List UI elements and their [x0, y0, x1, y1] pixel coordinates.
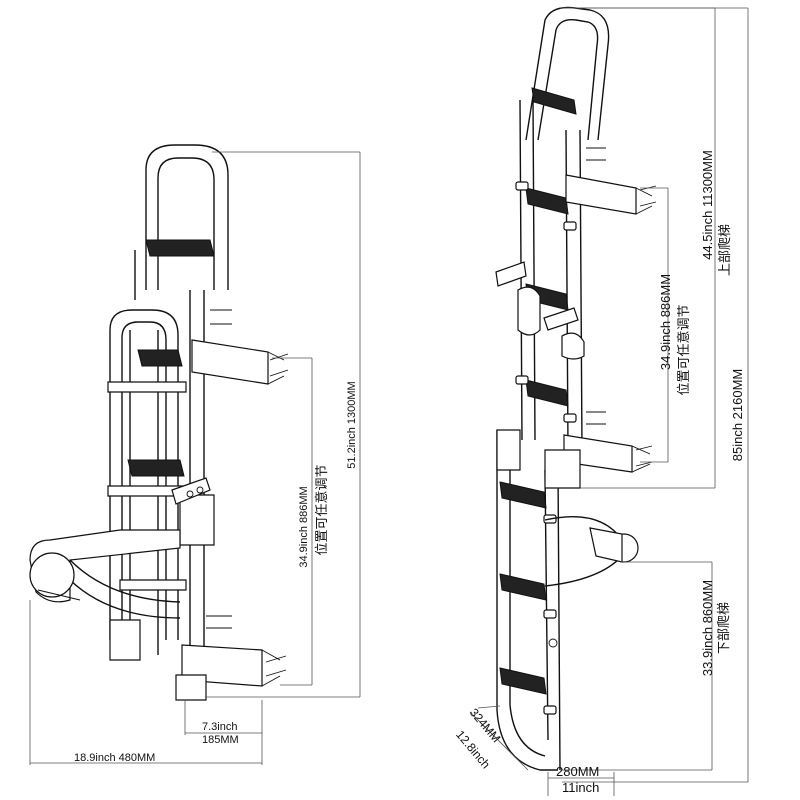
left-dimension-labels: 34.9inch 886MM 位置可任意调节 51.2inch 1300MM 7… [74, 381, 358, 764]
right-dimension-lines [469, 7, 749, 796]
right-total-dim: 85inch 2160MM [730, 369, 745, 462]
left-step-mm: 185MM [202, 734, 239, 746]
right-lower-dim-caption: 下部爬梯 [716, 602, 731, 654]
left-adjust-dim-caption: 位置可任意调节 [314, 464, 329, 555]
right-upper-dim-caption: 上部爬梯 [717, 224, 732, 276]
right-bottom-mm: 280MM [556, 764, 599, 779]
right-lower-dim-value: 33.9inch 860MM [700, 580, 715, 676]
right-adjust-dim-caption: 位置可任意调节 [676, 304, 691, 395]
right-adjust-dim-value: 34.9inch 886MM [658, 274, 673, 370]
right-ladder [495, 6, 657, 771]
left-step-inch: 7.3inch [202, 721, 237, 733]
left-adjust-dim-value: 34.9inch 886MM [298, 486, 310, 567]
left-width-dim: 18.9inch 480MM [74, 752, 155, 764]
left-dimension-lines [29, 151, 361, 765]
left-ladder [29, 144, 289, 701]
right-bottom-inch: 11inch [562, 780, 599, 795]
left-height-dim: 51.2inch 1300MM [346, 381, 358, 468]
right-upper-dim-value: 44.5inch 11300MM [700, 150, 715, 260]
